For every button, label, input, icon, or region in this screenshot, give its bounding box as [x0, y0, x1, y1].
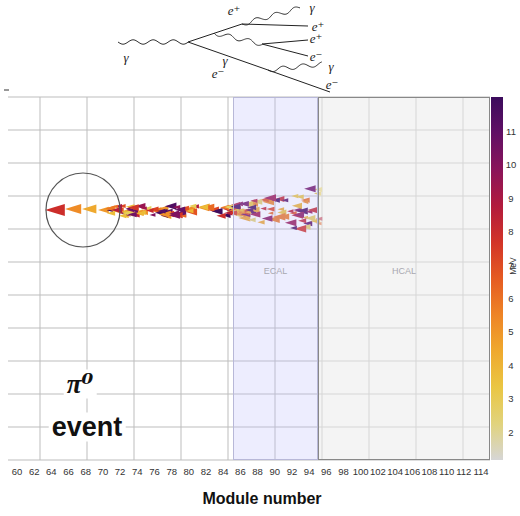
- energy-hit: [125, 205, 138, 213]
- energy-hit: [198, 204, 209, 211]
- energy-hit: [45, 204, 65, 216]
- axis-tick-label: 94: [304, 467, 315, 477]
- particle-line: [262, 44, 308, 56]
- colorbar-tick-label: 2: [508, 428, 513, 438]
- detector-region: ECAL: [233, 97, 318, 460]
- axis-tick-label: 96: [321, 467, 332, 477]
- particle-label: γ: [309, 1, 314, 14]
- energy-hit: [141, 206, 147, 210]
- particle-label: γ: [123, 51, 128, 64]
- grid-line: [181, 97, 182, 460]
- grid-line: [87, 97, 88, 460]
- energy-hit: [138, 210, 146, 215]
- particle-label: e⁻: [310, 50, 323, 63]
- colorbar-unit: MeV: [509, 257, 518, 274]
- particle-label: e⁺: [228, 4, 241, 17]
- particle-line: [262, 40, 308, 44]
- grid-line: [228, 97, 229, 460]
- energy-hit: [199, 205, 208, 210]
- energy-hit: [98, 207, 109, 214]
- color-bar: [491, 97, 503, 460]
- axis-title: Module number: [202, 491, 321, 507]
- axis-tick-label: 106: [404, 467, 420, 477]
- energy-hit: [82, 205, 96, 214]
- energy-hit: [137, 211, 144, 215]
- axis-tick-label: 76: [149, 467, 160, 477]
- photon-line: [268, 62, 322, 72]
- energy-hit: [158, 209, 166, 214]
- axis-tick-label: 86: [235, 467, 246, 477]
- grid-line: [40, 97, 41, 460]
- particle-label: e⁻: [212, 67, 225, 80]
- region-label: HCAL: [319, 266, 489, 276]
- photon-line: [118, 40, 188, 44]
- colorbar-tick-label: 3: [508, 394, 513, 404]
- energy-hit: [216, 213, 225, 219]
- axis-tick-label: 88: [252, 467, 263, 477]
- region-label: ECAL: [234, 266, 317, 276]
- energy-hit: [165, 203, 177, 210]
- axis-tick-label: 60: [12, 467, 23, 477]
- particle-line: [268, 70, 330, 92]
- particle-line: [242, 24, 308, 26]
- axis-tick-label: 100: [353, 467, 369, 477]
- particle-label: e⁺: [310, 32, 323, 45]
- axis-tick-label: 74: [132, 467, 143, 477]
- particle-label: γ: [328, 60, 333, 73]
- particle-label: γ: [222, 54, 227, 67]
- axis-tick-label: 80: [184, 467, 195, 477]
- axis-tick-label: 92: [287, 467, 298, 477]
- particle-line: [188, 42, 268, 70]
- axis-tick-label: 104: [387, 467, 403, 477]
- tick-mark: [4, 90, 9, 91]
- energy-hit: [112, 205, 118, 208]
- colorbar-tick-label: 5: [508, 328, 513, 338]
- axis-tick-label: 102: [370, 467, 386, 477]
- event-title: event: [49, 413, 126, 442]
- energy-hit: [150, 213, 156, 217]
- shower-sketch: [118, 7, 330, 92]
- colorbar-tick-label: 10: [506, 161, 517, 171]
- energy-hit: [128, 212, 137, 218]
- energy-hit: [181, 214, 187, 217]
- axis-tick-label: 82: [201, 467, 212, 477]
- axis-tick-label: 62: [29, 467, 40, 477]
- energy-hit: [189, 204, 196, 209]
- highlight-circle: [46, 173, 120, 247]
- axis-tick-label: 98: [338, 467, 349, 477]
- colorbar-tick-label: 11: [506, 127, 516, 137]
- energy-hit: [65, 204, 81, 214]
- axis-tick-label: 72: [115, 467, 126, 477]
- axis-tick-label: 66: [63, 467, 74, 477]
- axis-tick-label: 108: [422, 467, 438, 477]
- energy-hit: [138, 209, 148, 215]
- detector-region: HCAL: [318, 97, 490, 460]
- energy-hit: [107, 211, 115, 216]
- event-title: π⁰: [64, 370, 97, 399]
- energy-hit: [146, 208, 154, 213]
- colorbar-tick-label: 8: [508, 227, 513, 237]
- grid: [8, 97, 490, 460]
- colorbar-tick-label: 4: [508, 361, 513, 371]
- colorbar-tick-label: 9: [508, 194, 513, 204]
- particle-label: e⁻: [326, 78, 339, 91]
- axis-tick-label: 110: [439, 467, 454, 477]
- colorbar-tick-label: 6: [508, 294, 513, 304]
- axis-tick-label: 68: [80, 467, 91, 477]
- particle-line: [188, 24, 242, 42]
- grid-line: [134, 97, 135, 460]
- axis-tick-label: 64: [46, 467, 57, 477]
- energy-hit: [169, 212, 180, 219]
- energy-hit: [128, 204, 139, 211]
- energy-hit: [186, 209, 194, 214]
- axis-tick-label: 112: [456, 467, 471, 477]
- axis-tick-label: 70: [98, 467, 109, 477]
- photon-line: [242, 7, 300, 25]
- axis-tick-label: 78: [166, 467, 177, 477]
- axis-tick-label: 84: [218, 467, 229, 477]
- axis-tick-label: 114: [473, 467, 488, 477]
- photon-line: [214, 33, 262, 45]
- axis-tick-label: 90: [269, 467, 280, 477]
